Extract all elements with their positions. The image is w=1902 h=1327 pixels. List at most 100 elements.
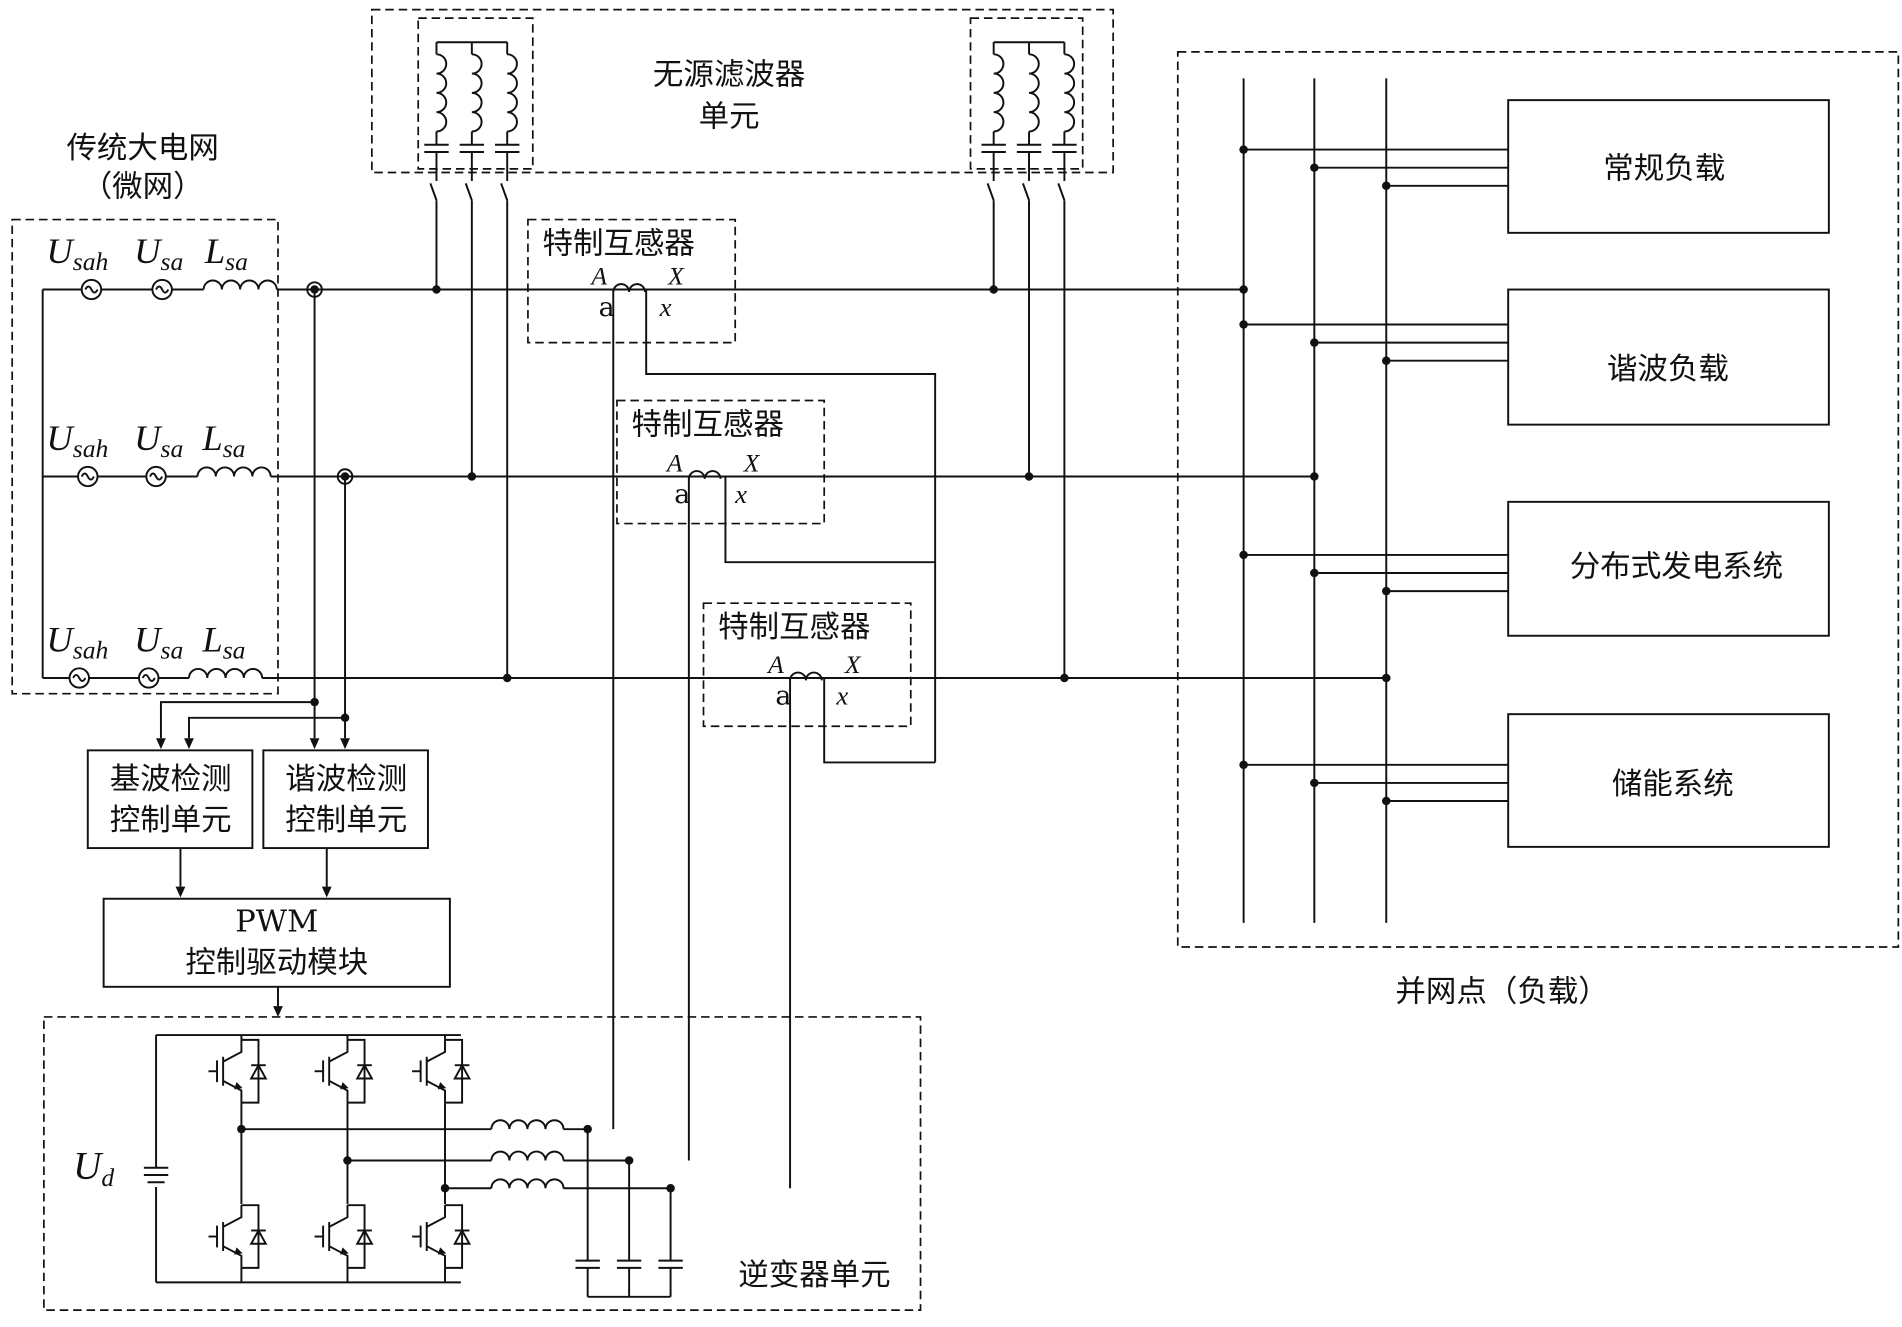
inductor-icon [993,53,1005,133]
passive-filter-box [371,8,1115,174]
filter-label-2: 单元 [699,100,760,135]
wire [222,1245,243,1268]
wire [328,1245,349,1268]
transformer-title: 特制互感器 [543,226,695,261]
grid-title: 传统大电网 [66,131,218,166]
fund-detect-l1: 基波检测 [110,762,232,797]
terminal-A: A [589,262,607,291]
junction-dot [1310,778,1319,788]
grid-box [11,218,279,695]
ct-coil-icon [789,671,823,681]
load-conventional: 常规负载 [1603,152,1725,187]
junction-dot [1310,472,1319,481]
igbt-icon [328,1039,349,1063]
diode-icon [249,1063,268,1080]
source-label: Lsa [201,620,245,665]
junction-dot [1310,338,1319,347]
wire [445,1204,464,1269]
sine-glyph [155,285,170,294]
inductor-icon [436,53,448,133]
ct-coil-icon [612,283,646,293]
source-label: Lsa [204,231,248,276]
switch-icon [1022,183,1030,201]
filter-label-1: 无源滤波器 [653,58,805,93]
emitter-arrow [234,1082,243,1090]
arrow-icon [175,886,186,898]
emitter-arrow [340,1247,349,1255]
inductor-icon [471,53,483,133]
junction-dot [440,1184,450,1193]
inductor-icon [188,667,264,679]
emitter-arrow [234,1247,243,1255]
source-label: Usa [134,418,183,463]
arrow-icon [156,738,166,750]
ac-source-icon [145,465,167,488]
special-transformer-box [527,218,737,344]
terminal-A: A [665,449,683,478]
switch-icon [500,183,509,201]
sine-glyph [141,674,156,682]
fund-detect-l2: 控制单元 [110,803,232,838]
junction-dot [1381,586,1391,596]
junction-dot [1239,320,1248,329]
filter-bank-right [969,17,1084,170]
igbt-icon [426,1205,446,1228]
wire [645,289,937,763]
junction-dot [1381,796,1391,806]
arrow-icon [273,1006,283,1017]
junction-dot [310,285,319,294]
fundamental-detection-box [86,749,254,850]
junction-dot [502,673,512,683]
wires [11,8,1900,1311]
inductor-icon [490,1178,565,1189]
wire [159,701,315,739]
source-label: Usah [46,418,108,463]
diode-icon [355,1228,374,1245]
ac-source-icon [77,465,99,488]
source-label: Usah [46,620,108,665]
igbt-icon [222,1039,243,1063]
load-box [1507,500,1830,637]
igbt-icon [426,1039,446,1063]
junction-dot [1310,163,1319,172]
junction-dot [989,285,998,294]
load-box [1507,288,1830,426]
wire [823,677,936,764]
terminal-a: a [775,681,791,712]
load-box [1507,99,1830,234]
inductor-icon [490,1150,565,1161]
source-label: Usa [134,620,183,665]
junction-dot [1381,673,1391,683]
terminal-x: x [734,479,747,509]
junction-dot [237,1124,246,1134]
diode-icon [249,1228,268,1245]
inverter-label: 逆变器单元 [738,1258,890,1293]
igbt-icon [222,1205,243,1228]
arrow-icon [184,738,194,750]
wire [222,1080,243,1103]
arrow-icon [340,738,350,750]
junction-dot [467,472,477,481]
load-box [1507,713,1830,848]
load-energy-storage: 储能系统 [1612,767,1734,802]
junction-dot [624,1156,634,1165]
load-distributed-generation: 分布式发电系统 [1570,550,1783,585]
emitter-arrow [437,1247,447,1255]
current-sensor-icon [306,281,323,298]
ac-source-icon [68,667,90,689]
pwm-driver-box [102,897,451,988]
terminal-X: X [667,262,685,291]
junction-dot [1239,760,1248,770]
special-transformer-box [702,602,912,728]
load-harmonic: 谐波负载 [1607,352,1729,387]
source-label: Usa [134,231,183,276]
terminal-a: a [599,292,615,323]
diode-icon [453,1228,472,1245]
pwm-l1: PWM [235,904,318,939]
filter-bank-left [417,17,534,170]
junction-dot [340,472,350,481]
emitter-arrow [340,1082,349,1090]
ud-label: Ud [73,1145,114,1192]
transformer-title: 特制互感器 [632,407,784,442]
